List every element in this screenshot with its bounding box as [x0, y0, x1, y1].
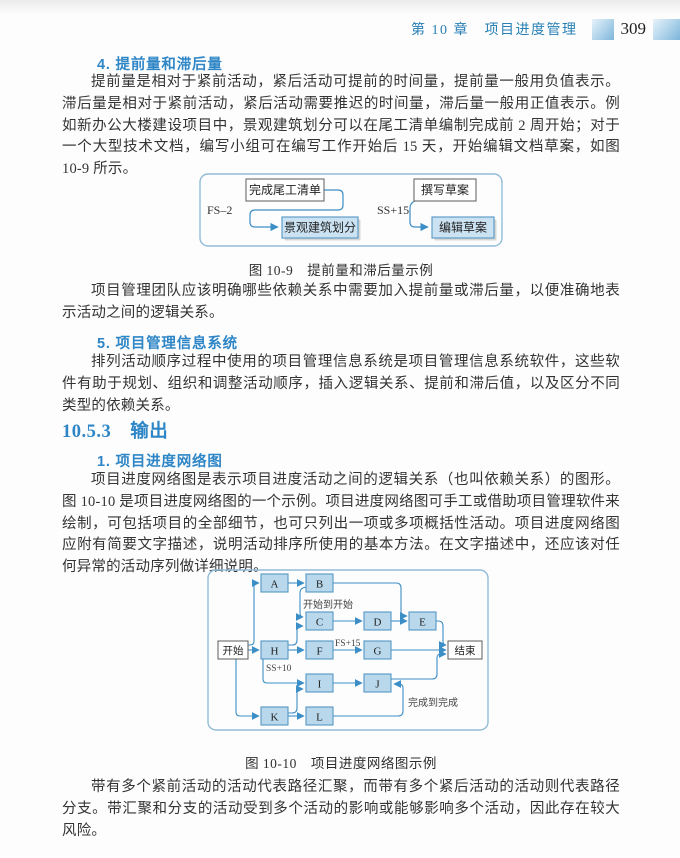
figure9-border — [199, 173, 503, 247]
fig10-node-b: B — [305, 573, 334, 593]
svg-text:完成尾工清单: 完成尾工清单 — [249, 182, 321, 197]
heading-leads-lags: 4. 提前量和滞后量 — [97, 57, 223, 73]
fig10-node-start: 开始 — [217, 640, 249, 660]
fig9-node-write-draft: 撰写草案 — [413, 178, 477, 202]
paragraph-pmis: 排列活动顺序过程中使用的项目管理信息系统是项目管理信息系统软件，这些软件有助于规… — [62, 354, 620, 414]
figure-10-10: 开始 结束 A B C — [206, 567, 496, 733]
heading-outputs: 10.5.3 输出 — [62, 422, 169, 442]
running-head: 第 10 章 项目进度管理 309 — [411, 17, 680, 41]
fig9-connector-fs — [249, 189, 344, 232]
page-number: 309 — [620, 19, 647, 38]
figure-10-9: 完成尾工清单 景观建筑划分 撰写草案 编辑草案 FS–2 SS+15 — [197, 170, 505, 250]
fig10-label-finish-to-finish: 完成到完成 — [408, 696, 458, 709]
fig10-node-j: J — [363, 673, 392, 693]
fig10-node-g: G — [363, 640, 392, 660]
svg-text:F: F — [316, 646, 322, 658]
svg-text:K: K — [271, 712, 279, 724]
svg-text:景观建筑划分: 景观建筑划分 — [284, 220, 356, 235]
fig10-edges — [235, 579, 447, 720]
svg-text:开始: 开始 — [223, 644, 244, 657]
edge-k-i — [288, 685, 304, 714]
paragraph-team: 项目管理团队应该明确哪些依赖关系中需要加入提前量或滞后量，以便准确地表示活动之间… — [62, 283, 620, 321]
svg-text:结束: 结束 — [455, 644, 476, 657]
fig10-node-l: L — [305, 706, 334, 726]
heading-network: 1. 项目进度网络图 — [97, 454, 223, 470]
edge-e-end — [436, 620, 447, 649]
svg-text:J: J — [375, 679, 380, 691]
fig10-node-k: K — [260, 706, 289, 726]
fig10-node-c: C — [305, 611, 334, 631]
fig9-label-fs-minus-2: FS–2 — [207, 203, 232, 217]
fig10-label-start-to-start: 开始到开始 — [303, 598, 353, 611]
edge-start-k — [235, 659, 260, 720]
fig10-node-i: I — [305, 673, 334, 693]
figure-10-9-caption: 图 10-9 提前量和滞后量示例 — [248, 263, 434, 278]
svg-text:H: H — [271, 646, 279, 658]
chapter-title: 第 10 章 项目进度管理 — [411, 23, 578, 38]
svg-text:撰写草案: 撰写草案 — [421, 182, 469, 197]
header-accent-bar — [653, 18, 680, 40]
paragraph-leads-lags: 提前量是相对于紧前活动，紧后活动可提前的时间量，提前量一般用负值表示。滞后量是相… — [62, 74, 620, 178]
header-accent-square — [591, 18, 614, 40]
fig10-label-fs-plus-15: FS+15 — [335, 639, 361, 649]
paragraph-paths: 带有多个紧前活动的活动代表路径汇聚，而带有多个紧后活动的活动则代表路径分支。带汇… — [62, 779, 620, 839]
svg-text:编辑草案: 编辑草案 — [439, 220, 487, 235]
figure10-border — [207, 569, 489, 731]
fig10-node-f: F — [305, 640, 334, 660]
fig10-node-h: H — [260, 640, 289, 660]
paragraph-network: 项目进度网络图是表示项目进度活动之间的逻辑关系（也叫依赖关系）的图形。图 10-… — [62, 472, 620, 576]
edge-j-end — [391, 650, 447, 680]
fig9-connector-ss — [409, 200, 429, 232]
fig10-node-end: 结束 — [447, 640, 483, 660]
fig9-label-ss-plus-15: SS+15 — [377, 203, 409, 217]
fig10-node-d: D — [363, 611, 392, 631]
fig9-node-edit-draft: 编辑草案 — [431, 216, 497, 241]
edge-start-a — [248, 579, 260, 646]
svg-text:I: I — [318, 679, 322, 691]
edge-h-c — [288, 622, 304, 646]
svg-text:L: L — [316, 712, 323, 724]
edge-l-j-ff — [333, 680, 404, 717]
fig10-activity-nodes: A B C D E — [260, 573, 437, 726]
svg-text:D: D — [374, 617, 382, 629]
svg-text:G: G — [374, 646, 382, 658]
fig9-node-finish-punchlist: 完成尾工清单 — [245, 178, 325, 202]
svg-text:B: B — [316, 579, 323, 591]
fig10-label-ss-plus-10: SS+10 — [266, 664, 292, 674]
edge-h-i-ss10 — [262, 659, 305, 687]
fig10-node-e: E — [408, 611, 437, 631]
svg-text:C: C — [316, 617, 323, 629]
figure-10-10-caption: 图 10-10 项目进度网络图示例 — [245, 756, 437, 771]
svg-text:A: A — [271, 579, 279, 591]
edge-b-e — [333, 582, 408, 620]
page-top-shade — [0, 0, 680, 14]
fig10-node-a: A — [260, 573, 289, 593]
heading-pmis: 5. 项目管理信息系统 — [97, 336, 238, 352]
svg-text:E: E — [419, 617, 426, 629]
fig9-node-landscape: 景观建筑划分 — [281, 216, 361, 241]
edge-b-c-ss — [295, 586, 307, 621]
